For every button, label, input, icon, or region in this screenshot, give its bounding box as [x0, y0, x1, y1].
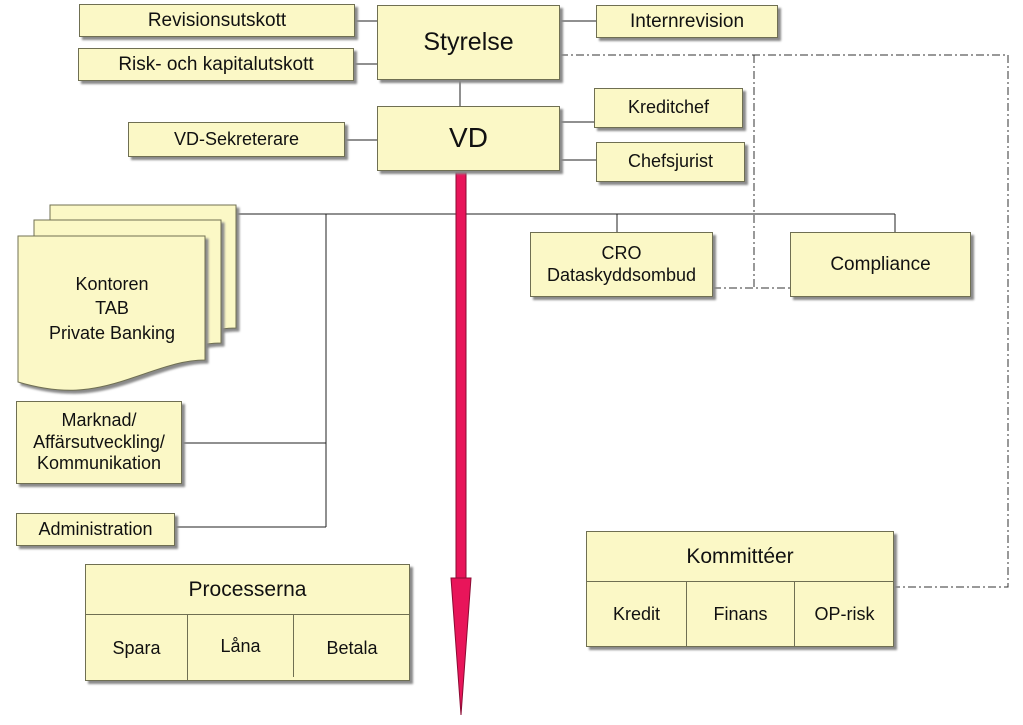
- kommitte-kredit: Kredit: [587, 582, 687, 647]
- revisionsutskott-box: Revisionsutskott: [79, 4, 355, 37]
- kreditchef-label: Kreditchef: [627, 97, 710, 118]
- kommitte-oprisk: OP-risk: [795, 582, 894, 647]
- revisionsutskott-label: Revisionsutskott: [147, 9, 287, 31]
- kommitteer-title-text: Kommittéer: [686, 544, 794, 568]
- process-spara-text: Spara: [112, 637, 161, 658]
- cro-label: CRO: [601, 242, 642, 263]
- vd-arrow: [450, 171, 472, 716]
- processerna-group: Processerna Spara Låna Betala: [85, 564, 410, 681]
- process-betala-text: Betala: [326, 637, 378, 658]
- process-lana-text: Låna: [220, 635, 261, 656]
- vd-sekreterare-label: VD-Sekreterare: [173, 128, 300, 149]
- vd-label: VD: [449, 122, 488, 154]
- marknad-line-3: Kommunikation: [36, 453, 162, 474]
- internrevision-box: Internrevision: [596, 5, 778, 38]
- compliance-box: Compliance: [790, 232, 971, 297]
- kommitteer-title: Kommittéer: [587, 532, 893, 582]
- risk-kapitalutskott-box: Risk- och kapitalutskott: [78, 48, 354, 81]
- kommitte-finans-text: Finans: [713, 604, 768, 624]
- kommitte-finans: Finans: [687, 582, 795, 647]
- kontoren-line-1: Kontoren: [75, 274, 149, 294]
- kreditchef-box: Kreditchef: [594, 88, 743, 128]
- vd-box: VD: [377, 106, 560, 171]
- processerna-title-text: Processerna: [188, 577, 307, 601]
- risk-kapitalutskott-label: Risk- och kapitalutskott: [118, 53, 314, 75]
- process-lana: Låna: [188, 615, 294, 677]
- cro-box: CRO Dataskyddsombud: [530, 232, 713, 297]
- marknad-box: Marknad/ Affärsutveckling/ Kommunikation: [16, 401, 182, 484]
- kontoren-line-2: TAB: [95, 298, 129, 319]
- chefsjurist-box: Chefsjurist: [596, 142, 745, 182]
- vd-sekreterare-box: VD-Sekreterare: [128, 122, 345, 157]
- kontoren-document-stack: [17, 204, 237, 391]
- chefsjurist-label: Chefsjurist: [627, 151, 714, 172]
- dataskyddsombud-label: Dataskyddsombud: [546, 264, 697, 285]
- styrelse-label: Styrelse: [423, 28, 514, 57]
- administration-box: Administration: [16, 513, 175, 546]
- process-spara: Spara: [86, 615, 188, 681]
- administration-label: Administration: [38, 518, 153, 539]
- kommitte-oprisk-text: OP-risk: [814, 604, 875, 624]
- process-betala: Betala: [294, 615, 410, 681]
- marknad-line-1: Marknad/: [61, 409, 137, 430]
- kommitte-kredit-text: Kredit: [612, 604, 661, 624]
- internrevision-label: Internrevision: [629, 10, 745, 32]
- kontoren-label: Kontoren TAB Private Banking: [20, 272, 204, 345]
- kommitteer-group: Kommittéer Kredit Finans OP-risk: [586, 531, 894, 647]
- compliance-label: Compliance: [830, 253, 931, 275]
- styrelse-box: Styrelse: [377, 5, 560, 80]
- processerna-title: Processerna: [86, 565, 409, 615]
- marknad-line-2: Affärsutveckling/: [33, 431, 165, 452]
- kontoren-line-3: Private Banking: [48, 322, 176, 343]
